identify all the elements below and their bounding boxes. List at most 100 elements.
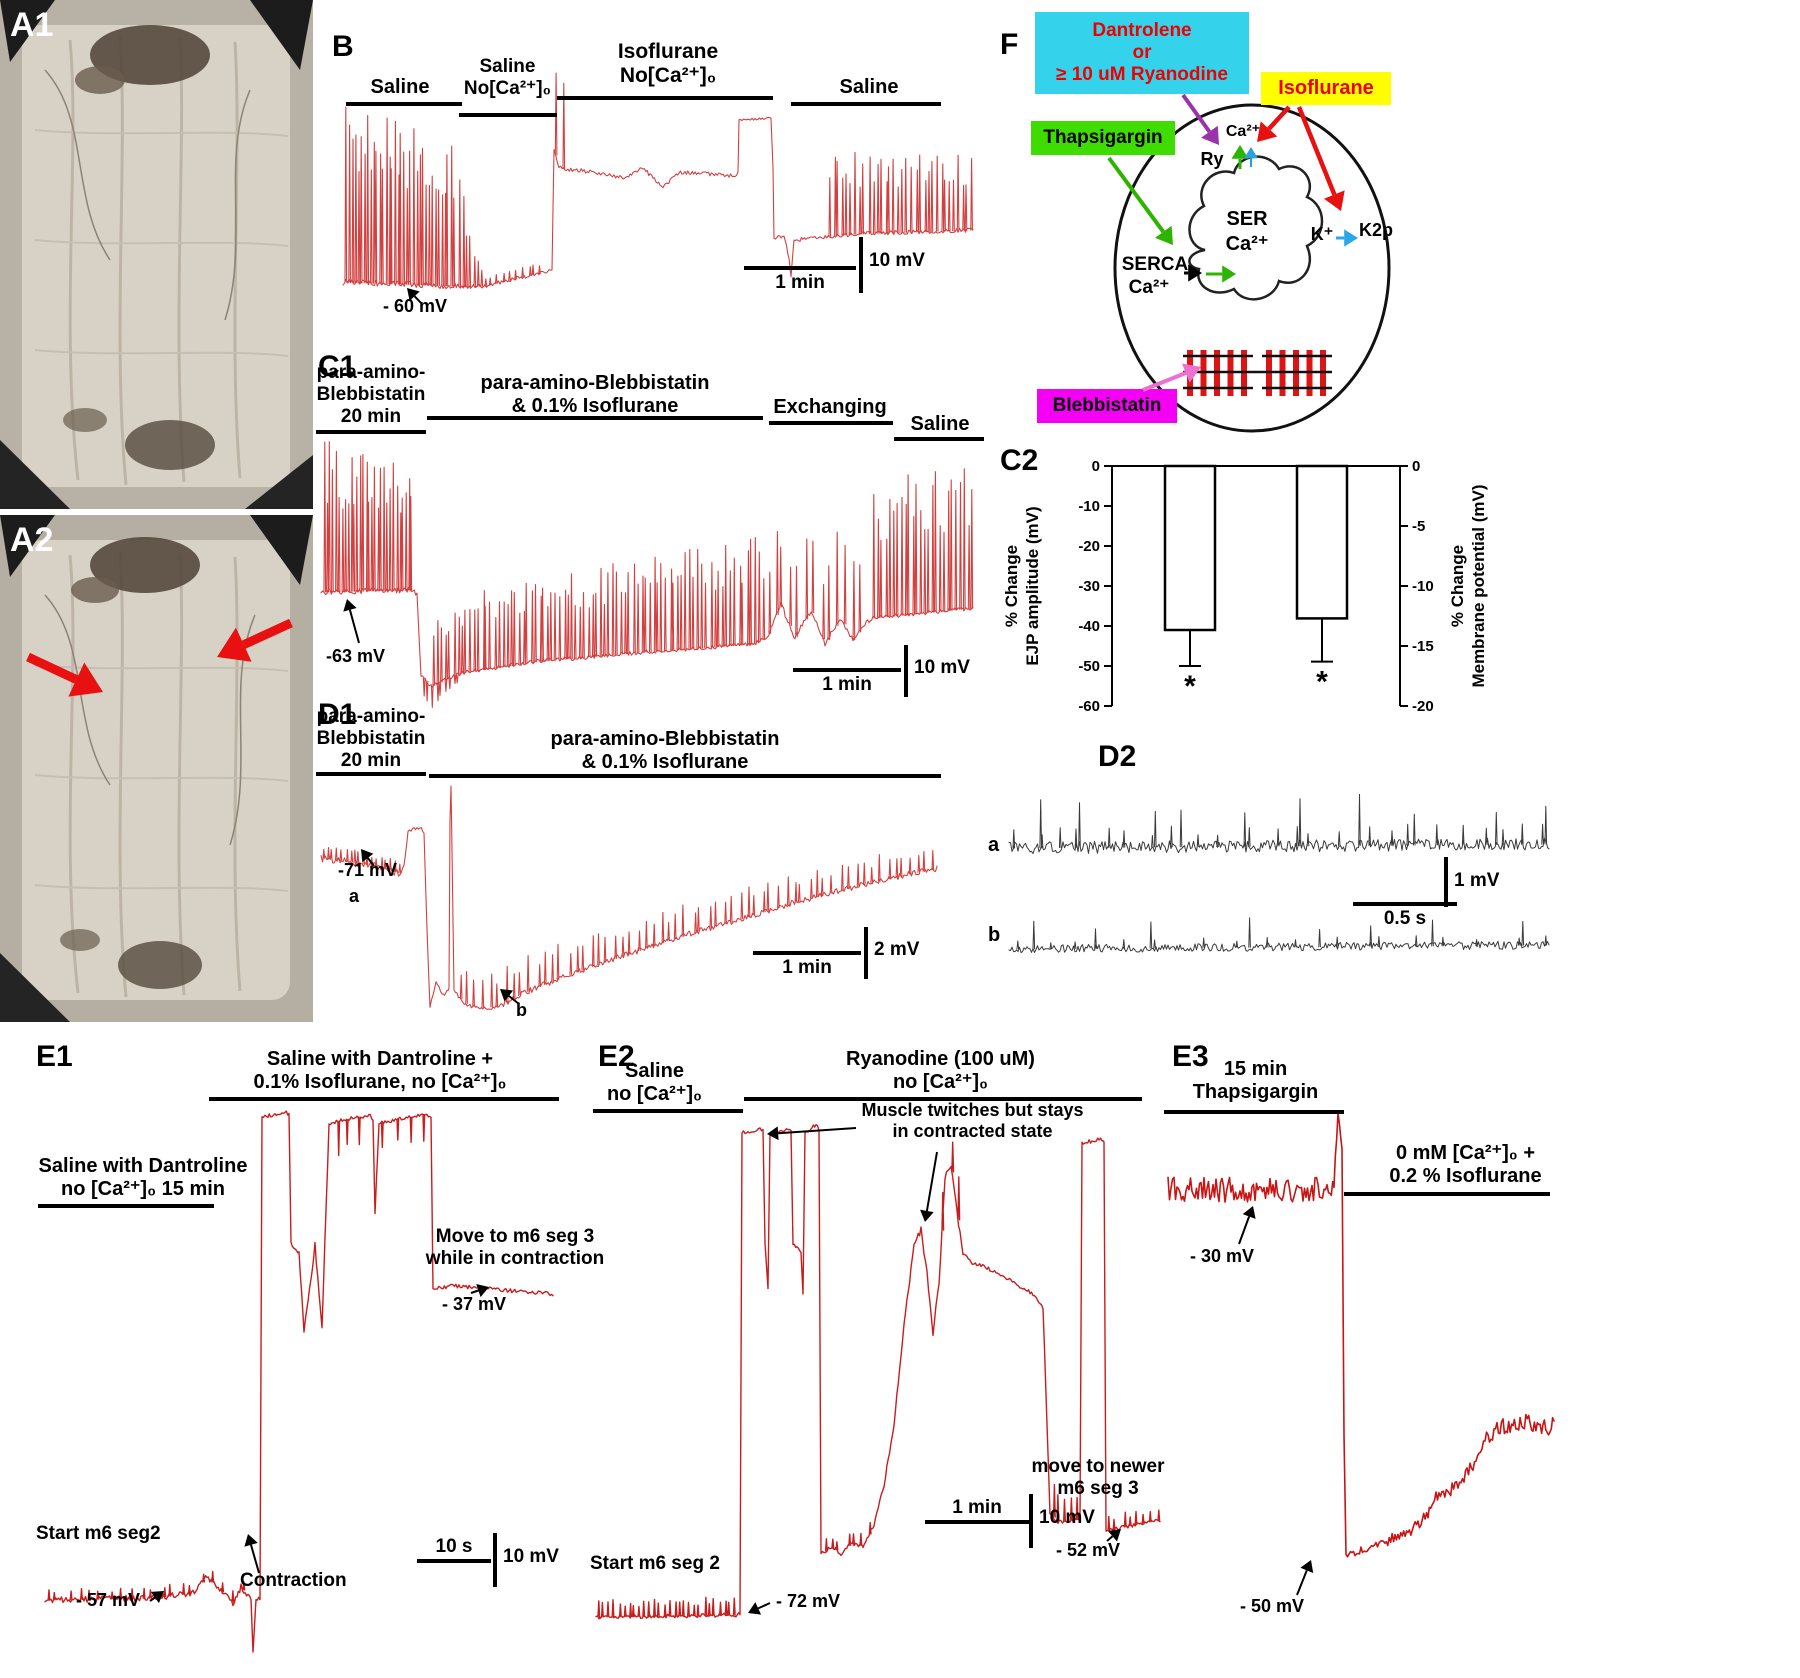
scale-label-voltage: 1 mV [1454,870,1500,891]
trace-b-label: b [988,924,1001,946]
voltage-label-e3-30: - 30 mV [1190,1246,1255,1266]
k2p-label: K2p [1359,220,1393,240]
scale-bar-time [1353,902,1457,906]
condition-bar [1164,1110,1344,1114]
condition-label-b-saline2: Saline [839,76,899,98]
condition-bar [427,416,763,420]
annotation-e1-contraction: Contraction [240,1570,347,1591]
scale-bar-time [753,951,861,955]
scale-label-voltage: 10 mV [869,250,925,271]
svg-text:*: * [1316,666,1328,699]
trace-B [342,72,974,290]
c2-right-axis-label: % Change Membrane potential (mV) [1448,484,1489,688]
panel-d2-label: D2 [1098,740,1137,773]
scale-bar-voltage [1444,857,1448,907]
voltage-label-e3-50: - 50 mV [1240,1596,1305,1616]
condition-label-e3-isoflurane: 0 mM [Ca²⁺]₀ + 0.2 % Isoflurane [1389,1142,1542,1187]
scale-label-voltage: 10 mV [1039,1507,1095,1528]
svg-text:-40: -40 [1078,618,1100,635]
annotation-e2-start: Start m6 seg 2 [590,1553,720,1574]
trace-a-label: a [988,834,1000,856]
c2-left-axis-label: % Change EJP amplitude (mV) [1002,506,1043,666]
trace-E2 [595,1123,1161,1620]
svg-text:-50: -50 [1078,658,1100,675]
condition-bar [1344,1192,1550,1196]
serca-label: SERCA [1122,254,1189,275]
scale-label-time: 1 min [952,1497,1002,1518]
annotation-e2-move: move to newer m6 seg 3 [1031,1456,1165,1499]
micrograph-a1 [0,0,313,509]
scale-bar-voltage [904,645,908,697]
condition-label-c1-pab-iso: para-amino-Blebbistatin & 0.1% Isofluran… [480,372,710,417]
panel-b-label: B [332,30,354,63]
condition-bar [316,772,426,776]
voltage-label-d1: -71 mV [338,860,398,880]
trace-E3 [1167,1112,1555,1558]
scale-bar-time [793,668,901,672]
condition-label-e1-top: Saline with Dantroline + 0.1% Isoflurane… [253,1048,507,1093]
condition-label-e2-left: Saline no [Ca²⁺]₀ [606,1060,703,1105]
condition-bar [38,1204,214,1208]
annotation-e2-twitch: Muscle twitches but stays in contracted … [861,1100,1084,1141]
voltage-label-e2-72: - 72 mV [776,1591,841,1611]
box-isoflurane: Isoflurane [1261,72,1391,105]
scale-label-time: 10 s [435,1536,473,1557]
condition-bar [459,113,557,117]
ry-label: Ry [1200,149,1223,169]
voltage-label-b: - 60 mV [383,296,448,316]
condition-bar [791,102,941,106]
svg-text:-15: -15 [1412,638,1434,655]
condition-label-e2-top: Ryanodine (100 uM) no [Ca²⁺]₀ [846,1048,1035,1093]
svg-text:-60: -60 [1078,698,1100,715]
panel-f-label: F [1000,28,1019,61]
condition-label-c1-saline: Saline [910,413,970,435]
svg-text:0: 0 [1092,458,1100,475]
panel-a1-label: A1 [10,6,54,44]
scale-label-voltage: 2 mV [874,939,920,960]
scale-label-time: 1 min [822,674,872,695]
condition-bar [769,421,893,425]
box-dantrolene-ryanodine: Dantrolene or ≥ 10 uM Ryanodine [1035,12,1249,94]
scale-label-time: 1 min [782,957,832,978]
trace-D1 [320,785,938,1010]
condition-label-b-saline1: Saline [370,76,430,98]
condition-label-b-saline-noca: Saline No[Ca²⁺]₀ [463,56,552,99]
voltage-label-e1-57: - 57 mV [76,1590,141,1610]
c2-bar-chart: 0-10-20-30-40-50-600-5-10-15-20** [1078,458,1434,715]
panel-c2-label: C2 [1000,444,1039,477]
panel-e1-label: E1 [36,1040,73,1073]
scale-label-time: 1 min [775,272,825,293]
condition-label-d1-pab-iso: para-amino-Blebbistatin & 0.1% Isofluran… [550,728,780,773]
svg-text:-20: -20 [1412,698,1434,715]
svg-text:0: 0 [1412,458,1420,475]
condition-bar [557,96,773,100]
trace-C1 [320,441,974,708]
svg-text:-10: -10 [1078,498,1100,515]
condition-label-c1-pab: para-amino- Blebbistatin 20 min [316,362,426,427]
ser-cloud [1188,155,1324,301]
voltage-label-c1: -63 mV [326,646,386,666]
scale-bar-voltage [493,1533,497,1587]
condition-label-d1-pab: para-amino- Blebbistatin 20 min [316,706,426,771]
svg-text:-30: -30 [1078,578,1100,595]
trace-marker-a: a [349,886,360,906]
condition-label-c1-exchanging: Exchanging [773,396,887,418]
scale-label-time: 0.5 s [1383,908,1427,929]
condition-bar [593,1109,743,1113]
ser-ca-label: Ca²⁺ [1226,233,1269,255]
condition-label-b-isoflurane: Isoflurane No[Ca²⁺]₀ [617,40,719,88]
scale-label-voltage: 10 mV [503,1546,559,1567]
panel-c1-label: C1 [318,350,357,383]
condition-label-e1-left: Saline with Dantroline no [Ca²⁺]₀ 15 min [38,1155,248,1200]
scale-bar-time [744,266,856,270]
voltage-label-e2-52: - 52 mV [1056,1540,1121,1560]
condition-bar [429,774,941,778]
scale-label-voltage: 10 mV [914,657,970,678]
condition-bar [894,437,984,441]
condition-bar [209,1097,559,1101]
trace-E1 [44,1110,554,1653]
svg-text:*: * [1184,670,1196,703]
trace-D2b [1008,917,1550,953]
